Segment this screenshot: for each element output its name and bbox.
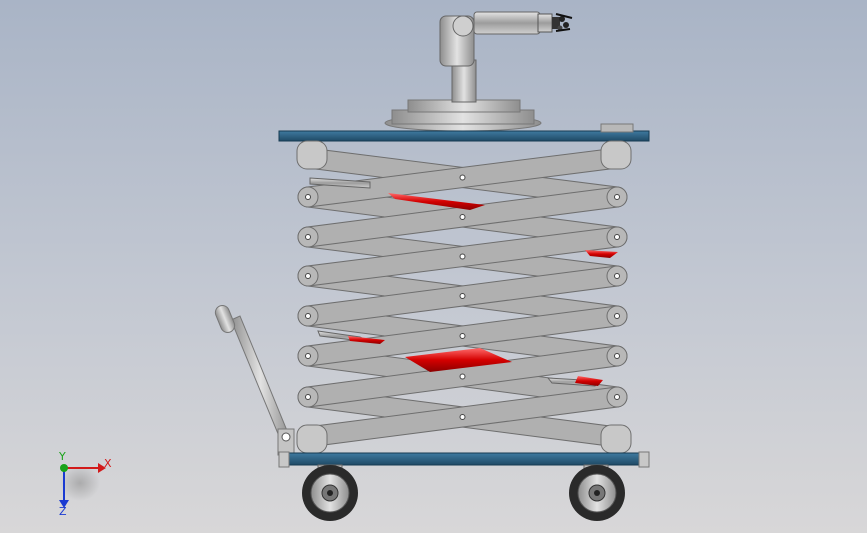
hydraulic-cylinder-lower (405, 348, 512, 372)
ground-shadow (60, 465, 100, 501)
scissor-pivot-pin (459, 414, 466, 420)
scissor-pivot-pin (614, 313, 620, 319)
scissor-pivot-pin (459, 253, 466, 260)
triad-y-axis (60, 464, 68, 472)
scissor-pivot-pin (305, 353, 311, 359)
triad-x-arrow (98, 463, 106, 473)
scissor-pivot-pin (459, 373, 466, 380)
scissor-pivot-pin (459, 174, 466, 181)
bottom-right-bracket (600, 424, 632, 454)
scissor-pivot-pin (459, 333, 466, 339)
wheel-right[interactable] (569, 464, 625, 521)
scissor-pivot-pin (305, 394, 311, 400)
robot-arm[interactable] (384, 11, 573, 132)
top-platform[interactable] (278, 123, 650, 142)
hydraulic-cylinder-right-lower (546, 376, 603, 387)
triad-z-arrow (59, 500, 69, 508)
hydraulic-cylinder-left-mid (317, 330, 385, 344)
scissor-lift[interactable] (296, 140, 632, 454)
scissor-pivot-pin (459, 214, 466, 220)
scissor-pivot-pin (614, 234, 620, 240)
scissor-pivot-pin (305, 194, 311, 200)
scissor-pivot-pin (614, 394, 620, 400)
scissor-pivot-pin (614, 353, 620, 359)
triad-z-label: Z (59, 505, 67, 518)
top-left-bracket (296, 140, 328, 170)
scissor-pivot-pin (459, 293, 466, 299)
hydraulic-cylinders (309, 177, 618, 387)
scissor-pivot-pin (614, 273, 620, 279)
scissor-pivot-pin (614, 194, 620, 200)
triad-y-label: Y (58, 450, 66, 463)
hydraulic-cylinder-upper (309, 177, 485, 210)
scissor-pivot-pin (305, 273, 311, 279)
top-right-bracket (600, 140, 632, 170)
robot-wrist (537, 13, 553, 33)
wheel-left[interactable] (302, 464, 358, 521)
scissor-pivot-pin (305, 313, 311, 319)
base-frame[interactable] (278, 451, 650, 468)
hydraulic-cylinder-right-upper (585, 250, 618, 258)
robot-gripper (552, 13, 573, 32)
robot-elbow-joint (452, 15, 474, 37)
scissor-pivot-pin (305, 234, 311, 240)
push-handle[interactable] (213, 303, 295, 456)
reference-triad[interactable]: X Y Z (58, 450, 112, 518)
robot-forearm (473, 11, 541, 35)
bottom-left-bracket (296, 424, 328, 454)
triad-x-label: X (104, 457, 112, 470)
